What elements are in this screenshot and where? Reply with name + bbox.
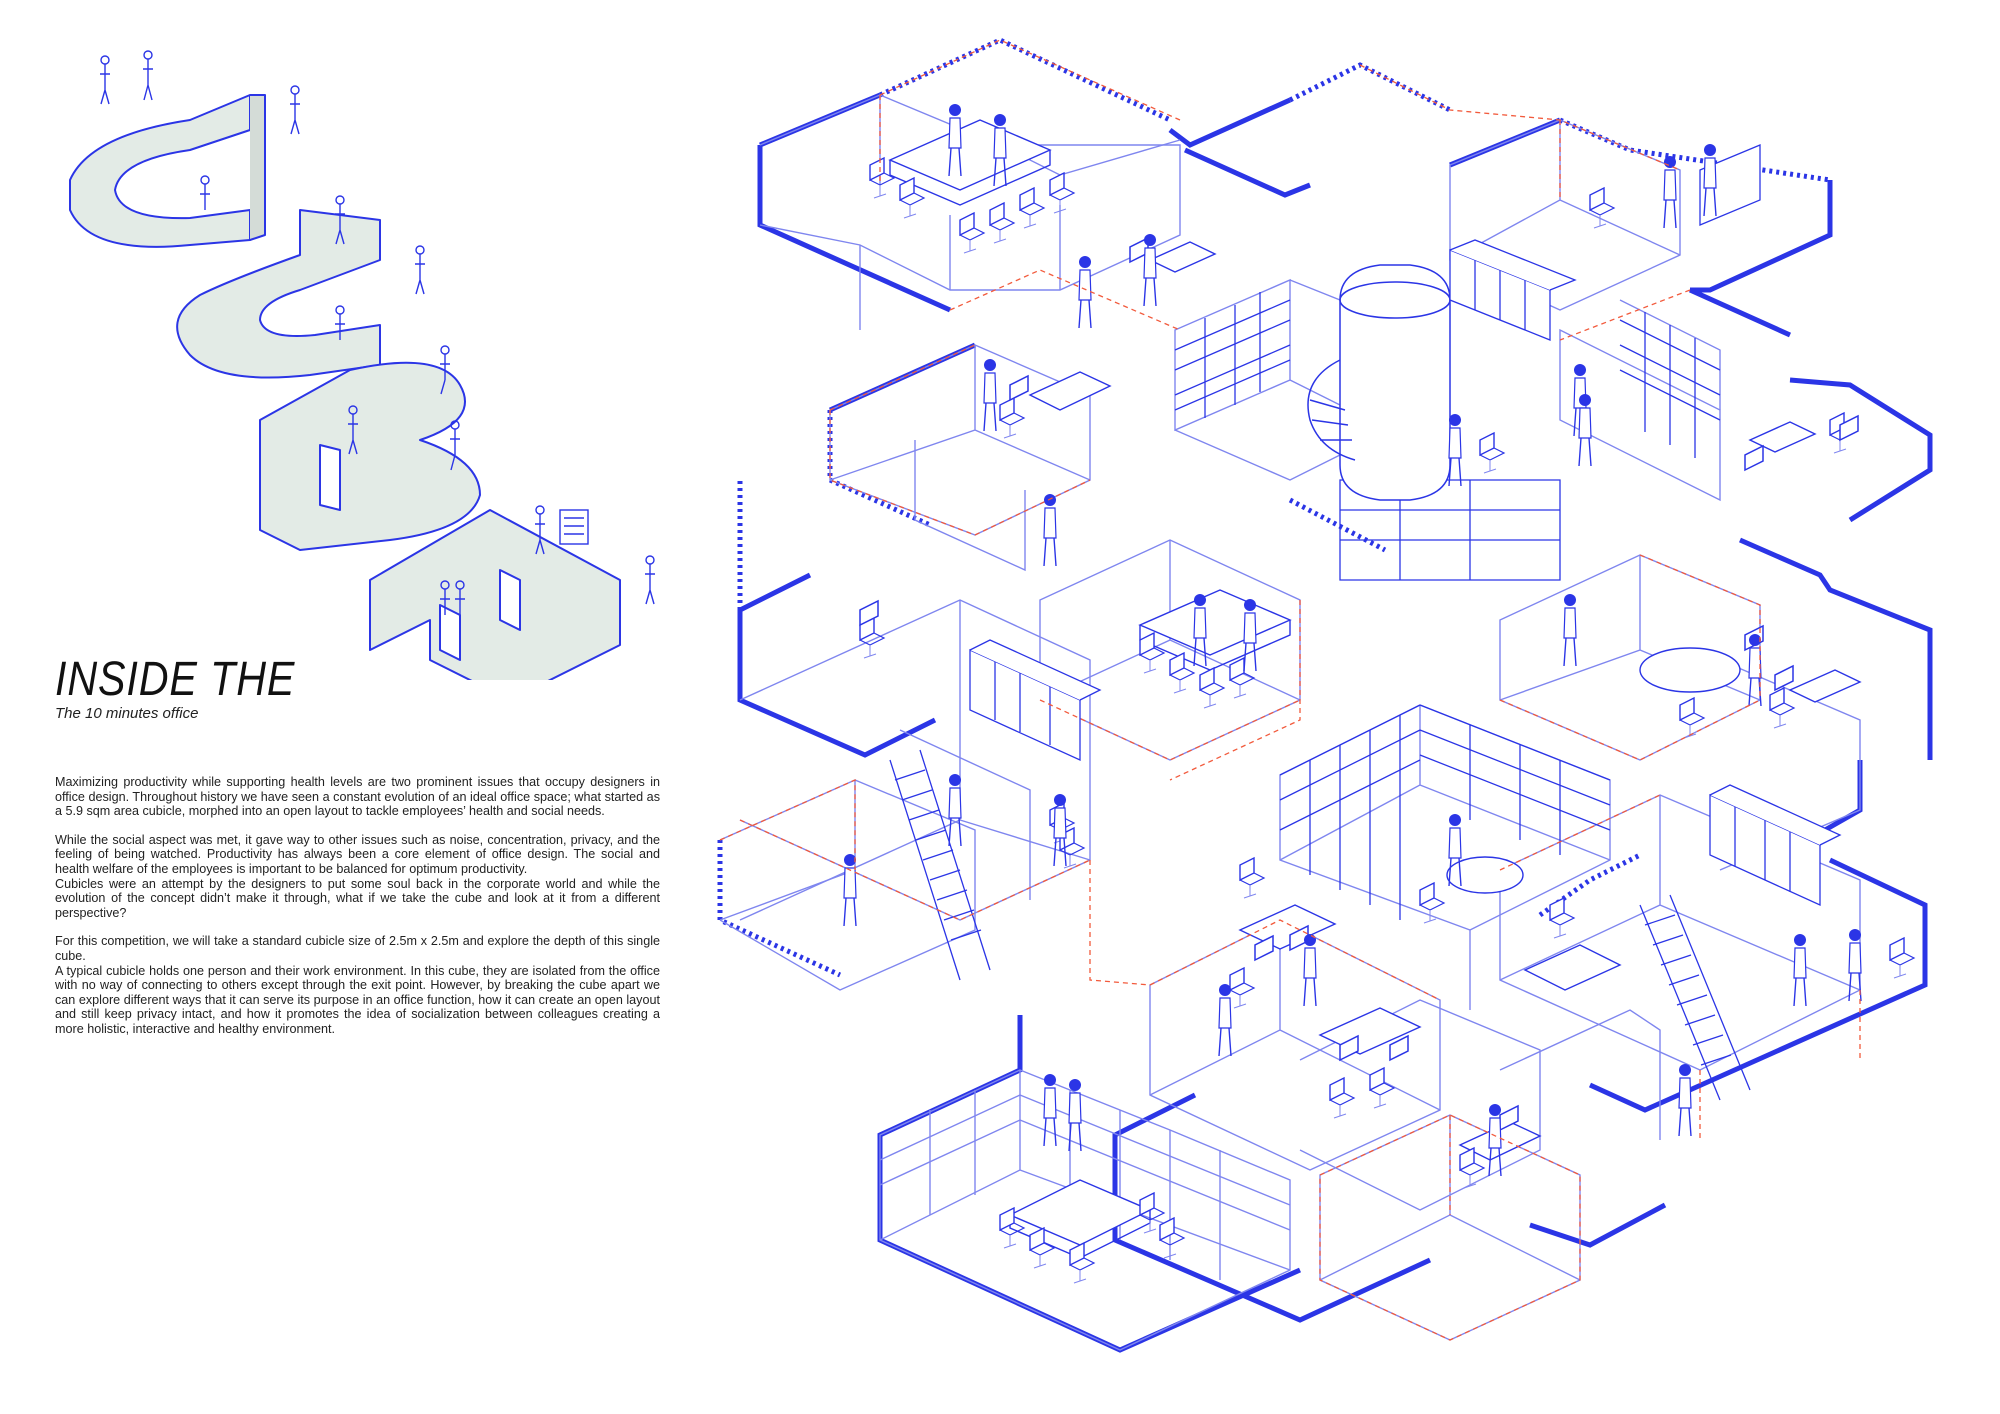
- paragraph-4: For this competition, we will take a sta…: [55, 934, 660, 963]
- description-text: Maximizing productivity while supporting…: [55, 775, 660, 1051]
- page-title: INSIDE THE: [55, 653, 296, 706]
- left-panel: INSIDE THE The 10 minutes office Maximiz…: [0, 0, 700, 1414]
- page-subtitle: The 10 minutes office: [55, 705, 199, 722]
- axonometric-office-drawing: [717, 37, 1933, 1353]
- paragraph-5: A typical cubicle holds one person and t…: [55, 963, 660, 1036]
- cube-logo-illustration: [69, 50, 655, 680]
- paragraph-3: Cubicles were an attempt by the designer…: [55, 876, 660, 920]
- paragraph-2: While the social aspect was met, it gave…: [55, 832, 660, 876]
- paragraph-1: Maximizing productivity while supporting…: [55, 775, 660, 819]
